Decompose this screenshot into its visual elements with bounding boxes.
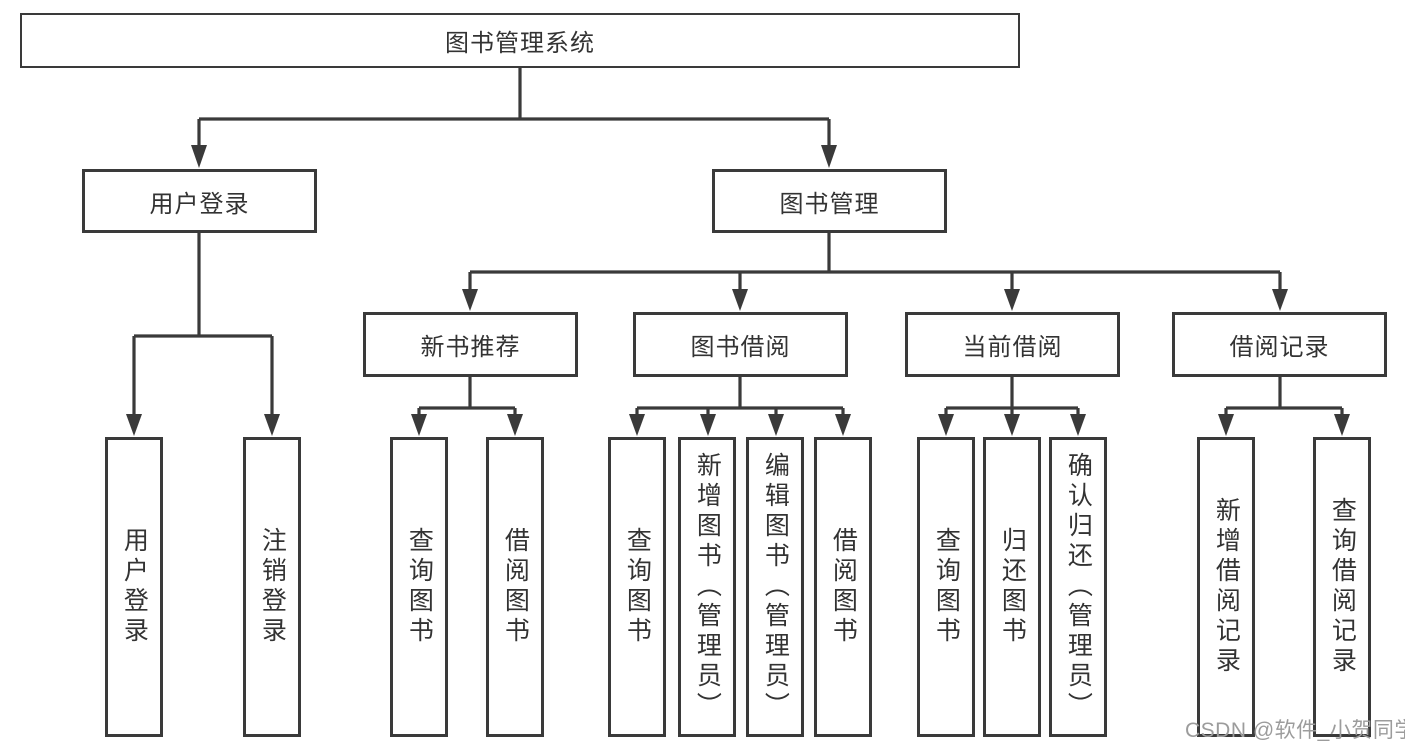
node-current-borrow: 当前借阅 — [905, 312, 1120, 377]
connector-paths — [132, 68, 1344, 418]
csdn-watermark: CSDN @软件_小贺同学 — [1185, 719, 1405, 742]
node-borrow-records: 借阅记录 — [1172, 312, 1387, 377]
node-new-book-recommend: 新书推荐 — [363, 312, 578, 377]
leaf-recommend-query-books: 查询图书 — [390, 437, 448, 737]
leaf-borrow-borrow-books: 借阅图书 — [814, 437, 872, 737]
leaf-current-query-books: 查询图书 — [917, 437, 975, 737]
leaf-user-login: 用户登录 — [105, 437, 163, 737]
leaf-borrow-query-books: 查询图书 — [608, 437, 666, 737]
leaf-borrow-edit-books-admin: 编辑图书（管理员） — [746, 437, 804, 737]
node-book-management: 图书管理 — [712, 169, 947, 233]
leaf-logout: 注销登录 — [243, 437, 301, 737]
arrowheads — [126, 145, 1350, 436]
leaf-records-add-record: 新增借阅记录 — [1197, 437, 1255, 737]
leaf-records-query-record: 查询借阅记录 — [1313, 437, 1371, 737]
node-user-login: 用户登录 — [82, 169, 317, 233]
leaf-current-return-books: 归还图书 — [983, 437, 1041, 737]
leaf-current-confirm-return-admin: 确认归还（管理员） — [1049, 437, 1107, 737]
leaf-recommend-borrow-books: 借阅图书 — [486, 437, 544, 737]
leaf-borrow-add-books-admin: 新增图书（管理员） — [678, 437, 736, 737]
node-book-borrow: 图书借阅 — [633, 312, 848, 377]
node-root-system: 图书管理系统 — [20, 13, 1020, 68]
